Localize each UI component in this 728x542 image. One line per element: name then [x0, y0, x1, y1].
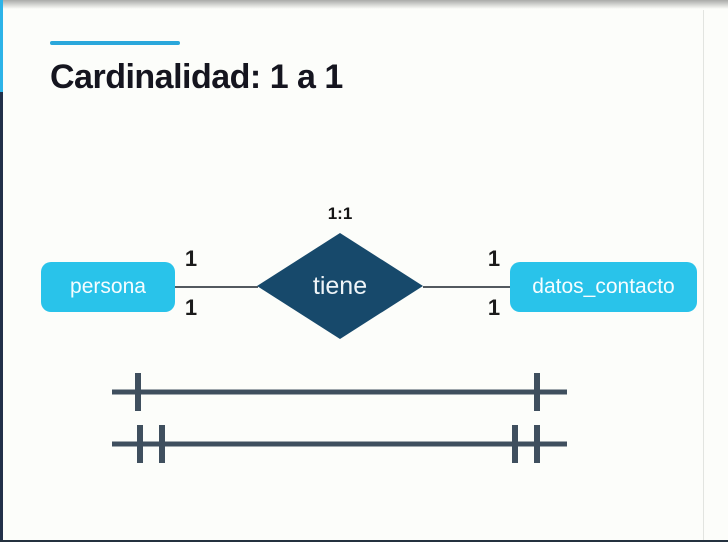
multiplicity-left-top: 1	[184, 246, 198, 271]
entity-persona: persona	[41, 262, 175, 312]
left-edge-accent-cyan	[0, 0, 3, 92]
left-edge-accent-navy	[0, 92, 3, 542]
relationship-label: tiene	[312, 271, 368, 300]
title-accent-line	[50, 41, 180, 45]
relationship-diamond-shape	[257, 233, 423, 339]
double-bar-notation-line	[112, 425, 567, 463]
entity-persona-label: persona	[70, 275, 146, 298]
right-frame-line	[703, 10, 704, 540]
entity-datos-contacto-label: datos_contacto	[532, 275, 675, 298]
cardinality-notation	[112, 373, 567, 463]
connector-line-right	[423, 286, 510, 288]
connector-line-left	[175, 286, 258, 288]
bottom-frame-line	[0, 540, 728, 542]
relationship-diamond	[257, 233, 423, 339]
one-bar-notation-line	[112, 373, 567, 411]
multiplicity-right-bottom: 1	[487, 295, 501, 320]
entity-datos-contacto: datos_contacto	[510, 262, 697, 312]
top-shadow-gradient	[0, 0, 728, 9]
slide-title: Cardinalidad: 1 a 1	[50, 58, 343, 96]
multiplicity-left-bottom: 1	[184, 295, 198, 320]
multiplicity-right-top: 1	[487, 246, 501, 271]
relationship-cardinality-label: 1:1	[327, 204, 353, 223]
